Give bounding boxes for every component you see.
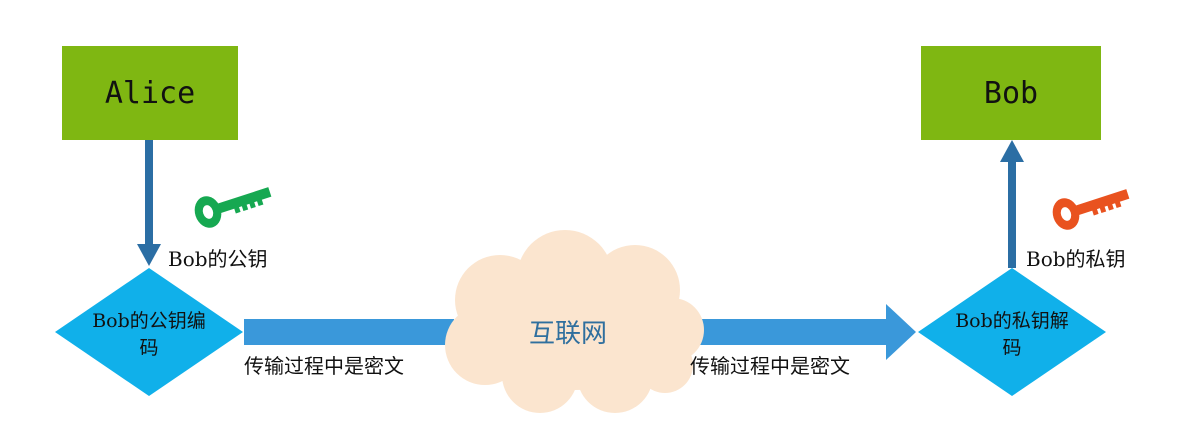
bob-label: Bob <box>984 76 1038 111</box>
alice-to-encode-arrow <box>137 140 161 266</box>
alice-label: Alice <box>105 76 195 111</box>
private-key-icon <box>1052 189 1130 230</box>
encode-label-line2: 码 <box>139 337 158 359</box>
encode-diamond: Bob的公钥编 码 <box>55 268 243 396</box>
bob-node: Bob <box>921 46 1101 140</box>
internet-label: 互联网 <box>529 319 607 349</box>
flow-arrow-right <box>700 304 916 360</box>
transit-label-right: 传输过程中是密文 <box>690 354 850 378</box>
encode-label-line1: Bob的公钥编 <box>92 310 206 332</box>
internet-cloud: 互联网 <box>445 230 704 413</box>
public-key-icon <box>194 187 272 228</box>
public-key-label: Bob的公钥 <box>168 247 268 271</box>
decode-to-bob-arrow <box>1000 140 1024 268</box>
flow-bar-left <box>244 319 454 345</box>
alice-node: Alice <box>62 46 238 140</box>
private-key-label: Bob的私钥 <box>1026 247 1126 271</box>
decode-label-line1: Bob的私钥解 <box>955 310 1069 332</box>
decode-label-line2: 码 <box>1002 337 1021 359</box>
transit-label-left: 传输过程中是密文 <box>244 354 404 378</box>
decode-diamond: Bob的私钥解 码 <box>918 268 1106 396</box>
